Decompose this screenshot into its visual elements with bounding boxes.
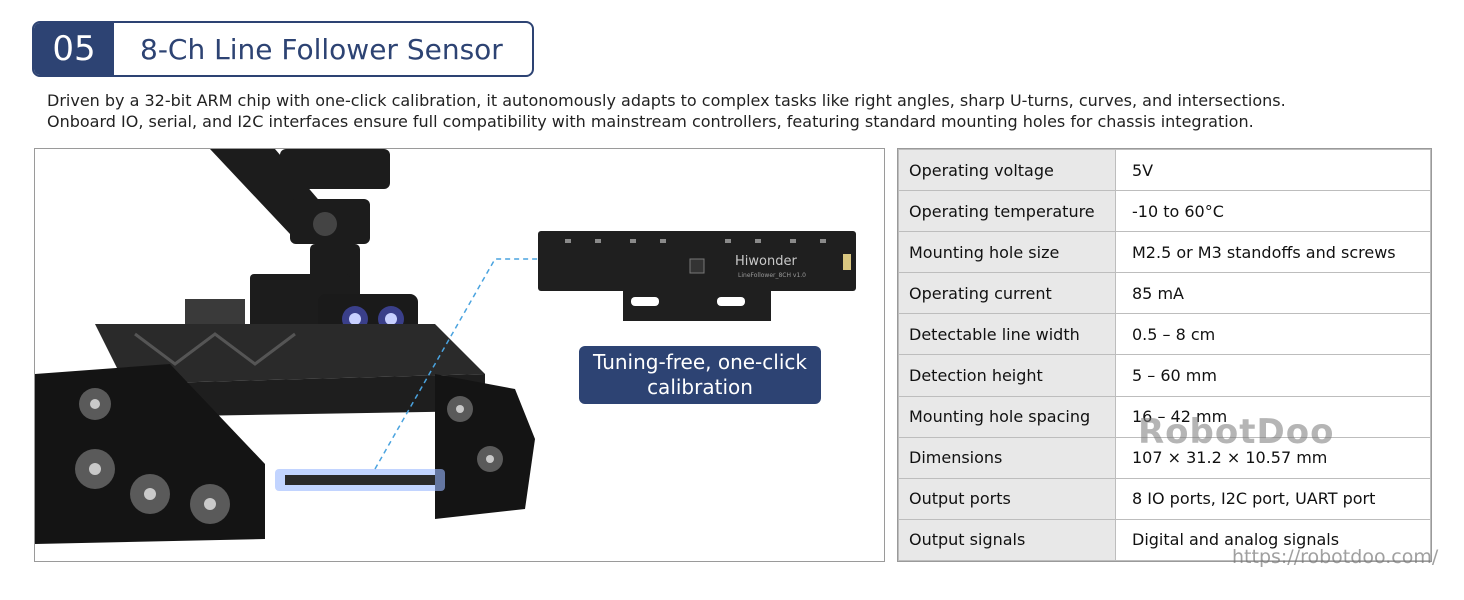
spec-value: 5V xyxy=(1115,148,1431,192)
spec-label: Detectable line width xyxy=(898,313,1116,356)
badge-line-2: calibration xyxy=(647,375,753,399)
line-follower-board-icon: Hiwonder LineFollower_8CH v1.0 xyxy=(538,231,856,321)
chassis-icon xyxy=(95,299,485,417)
table-row: Operating temperature-10 to 60°C xyxy=(898,190,1431,233)
spec-value: 8 IO ports, I2C port, UART port xyxy=(1115,477,1431,520)
spec-value: 0.5 – 8 cm xyxy=(1115,313,1431,356)
section-title: 8-Ch Line Follower Sensor xyxy=(140,32,503,66)
robot-illustration: Hiwonder LineFollower_8CH v1.0 xyxy=(35,149,856,544)
badge-line-1: Tuning-free, one-click xyxy=(593,350,807,374)
spec-value: 107 × 31.2 × 10.57 mm xyxy=(1115,436,1431,479)
track-icon xyxy=(35,364,535,544)
spec-label: Dimensions xyxy=(898,436,1116,479)
spec-label: Mounting hole spacing xyxy=(898,395,1116,438)
underside-sensor xyxy=(285,475,435,485)
spec-value: Digital and analog signals xyxy=(1115,518,1431,562)
spec-label: Output ports xyxy=(898,477,1116,520)
spec-label: Operating current xyxy=(898,272,1116,315)
section-number: 05 xyxy=(34,23,114,75)
spec-value: 5 – 60 mm xyxy=(1115,354,1431,397)
board-brand: Hiwonder xyxy=(735,254,797,269)
spec-value: 85 mA xyxy=(1115,272,1431,315)
spec-label: Detection height xyxy=(898,354,1116,397)
description-line-2: Onboard IO, serial, and I2C interfaces e… xyxy=(47,112,1254,131)
description: Driven by a 32-bit ARM chip with one-cli… xyxy=(47,90,1427,132)
spec-label: Operating temperature xyxy=(898,190,1116,233)
watermark-url: https://robotdoo.com/ xyxy=(1232,546,1439,568)
callout-line xyxy=(374,258,540,470)
calibration-badge: Tuning-free, one-click calibration xyxy=(579,346,821,404)
watermark-brand: RobotDoo xyxy=(1138,412,1335,452)
section-header: 05 8-Ch Line Follower Sensor xyxy=(32,21,534,77)
description-line-1: Driven by a 32-bit ARM chip with one-cli… xyxy=(47,91,1286,110)
board-model: LineFollower_8CH v1.0 xyxy=(738,272,806,279)
spec-label: Operating voltage xyxy=(898,148,1116,192)
spec-label: Mounting hole size xyxy=(898,231,1116,274)
spec-value: 16 – 42 mm xyxy=(1115,395,1431,438)
spec-value: M2.5 or M3 standoffs and screws xyxy=(1115,231,1431,274)
spec-label: Output signals xyxy=(898,518,1116,562)
spec-value: -10 to 60°C xyxy=(1115,190,1431,233)
product-image: Hiwonder LineFollower_8CH v1.0 Tuning-fr… xyxy=(34,148,885,562)
